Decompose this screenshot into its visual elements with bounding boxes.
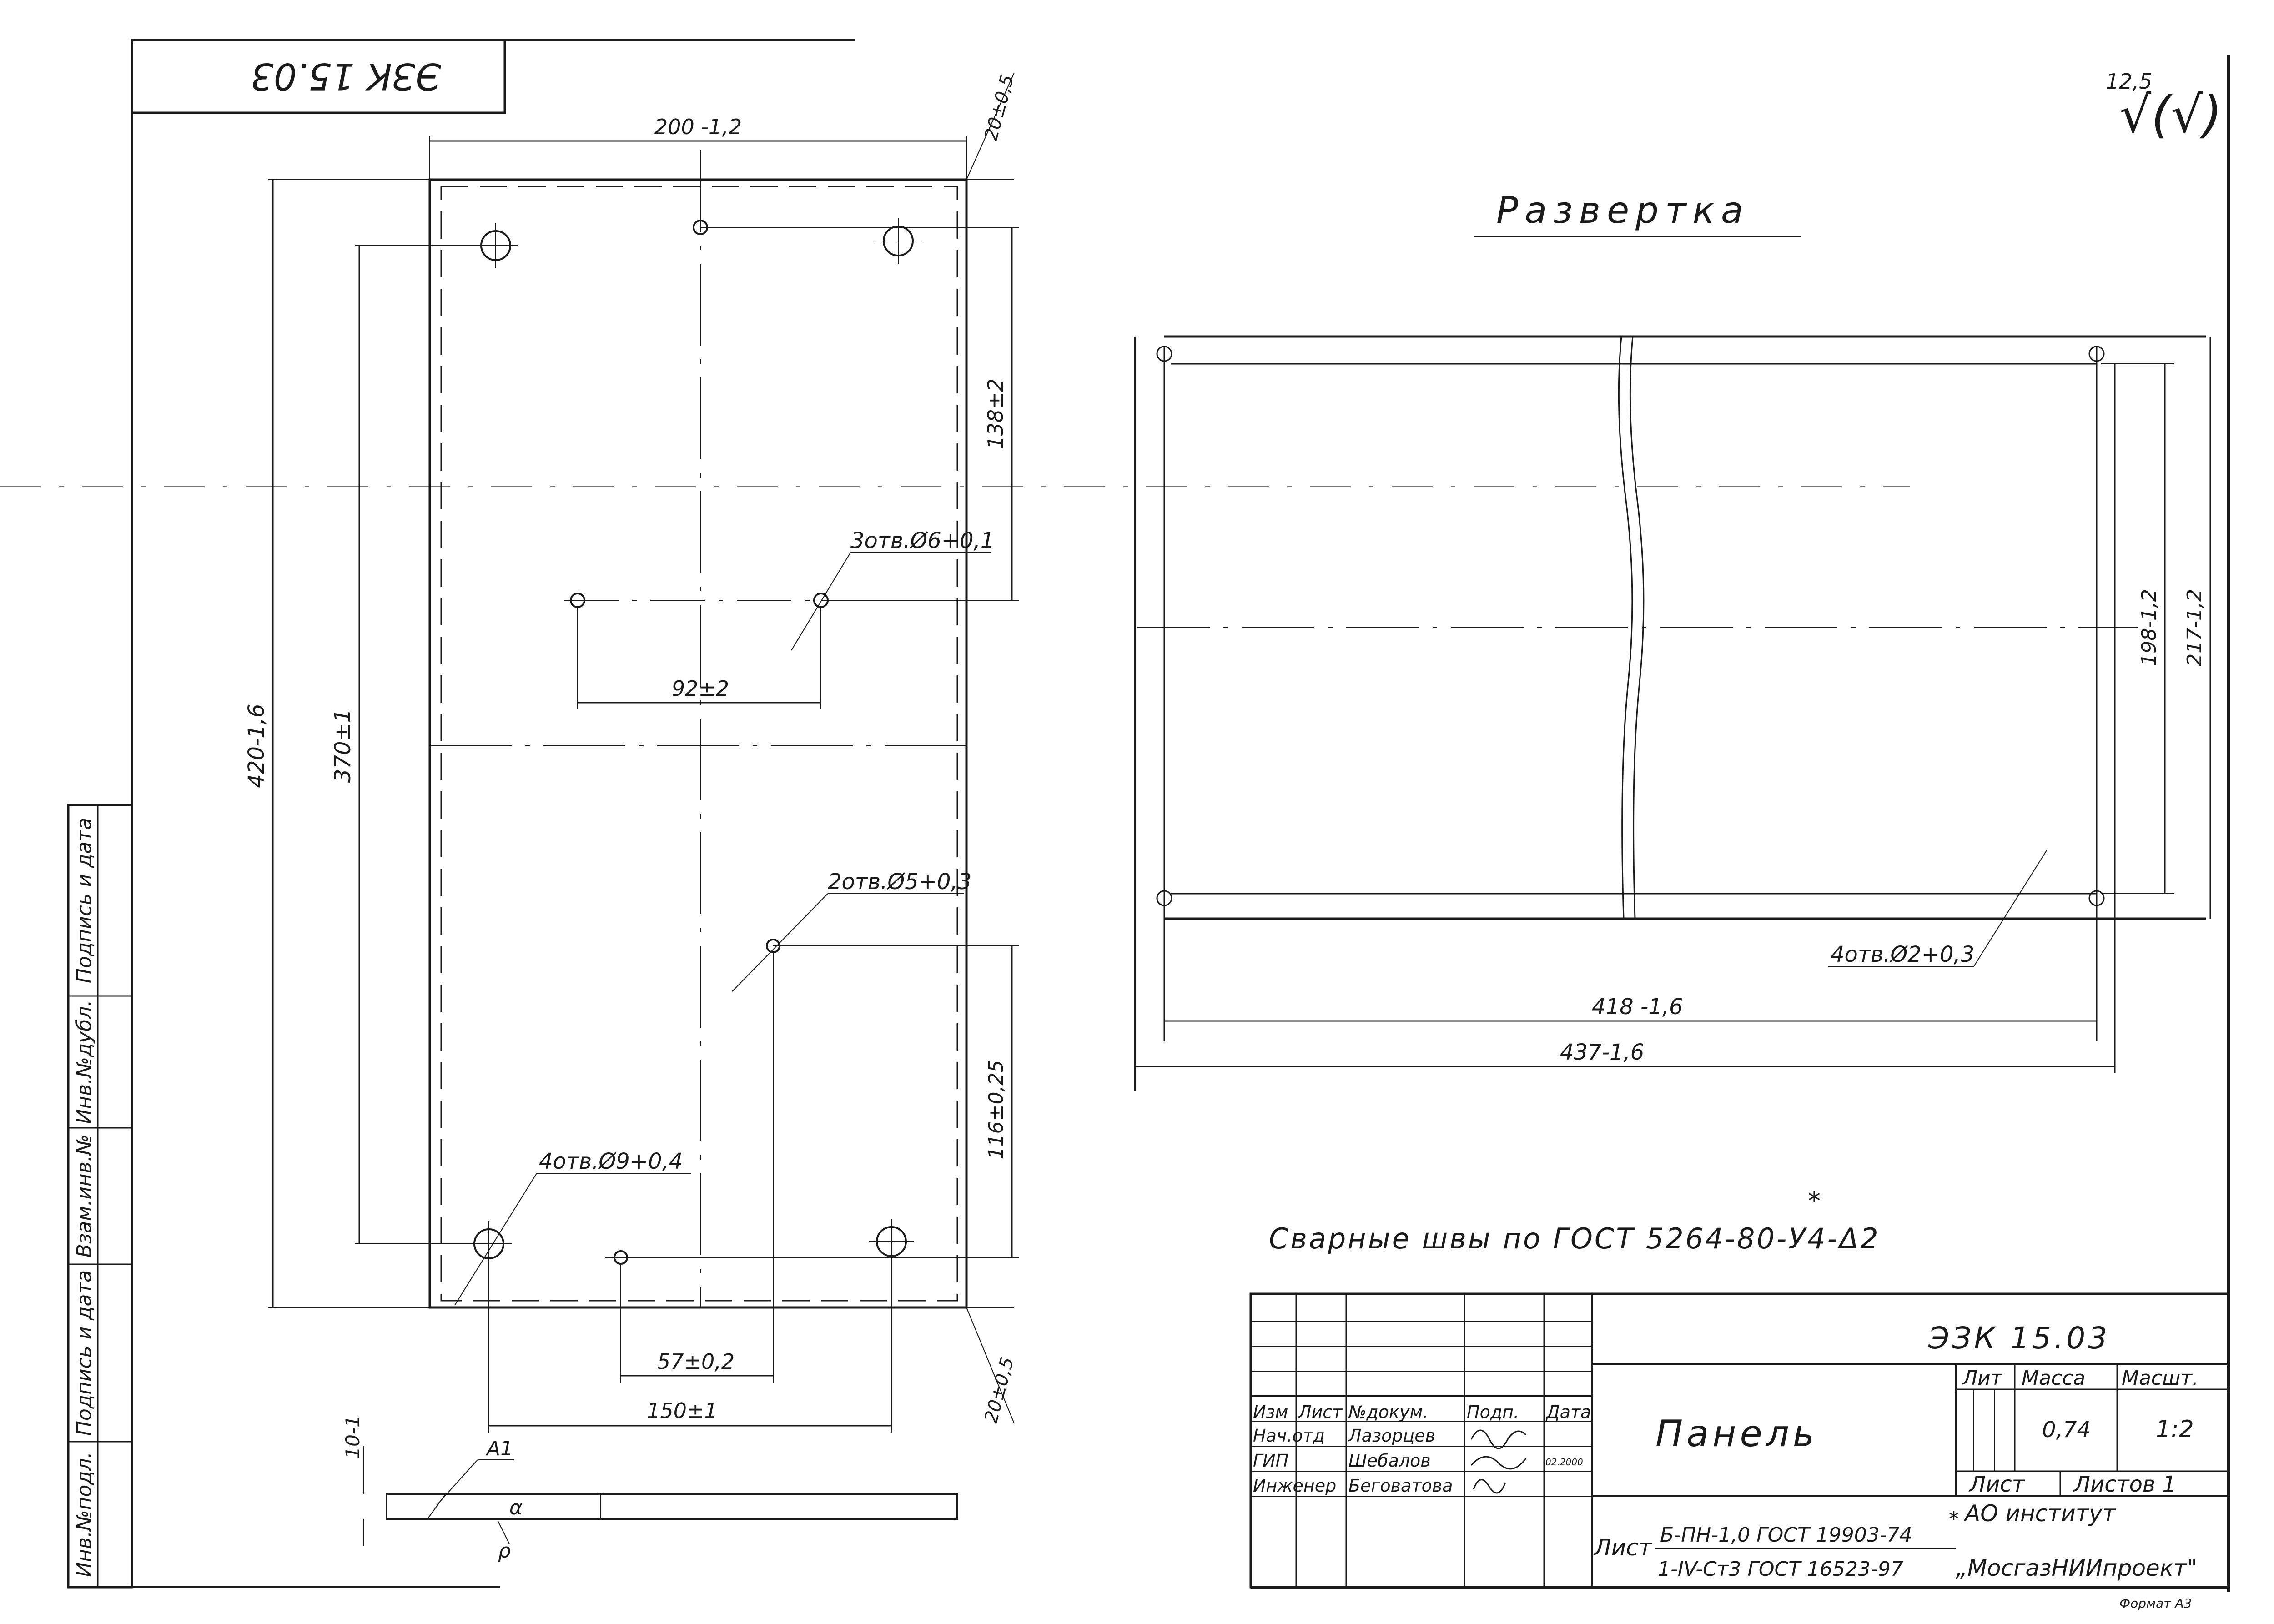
- tb-header-izm: Изм: [1253, 1402, 1288, 1422]
- weld-note: Сварные швы по ГОСТ 5264-80-У4-Δ2: [1269, 1222, 1880, 1255]
- tb-row1-name: Шебалов: [1348, 1451, 1431, 1471]
- tb-scale-value: 1:2: [2156, 1416, 2194, 1443]
- sheet-frame: [131, 39, 2230, 1592]
- dim-bottom-long: 150±1: [647, 1398, 718, 1423]
- tb-org-line2: „МосгазНИИпроект": [1956, 1555, 2197, 1581]
- rotated-stamp-box: ЭЗК 15.03: [131, 39, 506, 114]
- dev-hole-top-right: [2088, 346, 2105, 362]
- tb-material-prefix: Лист: [1593, 1534, 1653, 1561]
- development-view: Развертка 418 -1,6 437-1,6 198-1,2 217-1…: [1134, 189, 2211, 1091]
- roughness-symbol: 12,5 √(√): [2106, 69, 2222, 144]
- tb-org-line1: АО институт: [1963, 1500, 2116, 1527]
- side-strip-label-1: Подпись и дата: [73, 1270, 96, 1436]
- tb-material-bottom: 1-IV-Ст3 ГОСТ 16523-97: [1658, 1558, 1903, 1581]
- dim-dev-inner-height: 198-1,2: [2138, 589, 2161, 666]
- tb-row2-role: Инженер: [1253, 1476, 1336, 1496]
- dim-top-corner: 20±0,5: [981, 72, 1018, 143]
- dev-hole-top-left: [1156, 346, 1172, 362]
- side-strip-label-2: Взам.инв.№: [73, 1135, 96, 1258]
- panel-front-view: [0, 150, 1910, 1309]
- tb-header-date: Дата: [1545, 1402, 1591, 1422]
- side-strip-label-4: Подпись и дата: [73, 818, 96, 983]
- dim-top-width: 200 -1,2: [654, 115, 742, 139]
- callout-holes-5: 2отв.Ø5+0,3: [828, 869, 971, 895]
- callout-holes-6: 3отв.Ø6+0,1: [850, 528, 994, 553]
- tb-doc-code: ЭЗК 15.03: [1928, 1321, 2110, 1356]
- tb-scale-label: Масшт.: [2122, 1367, 2199, 1390]
- tb-sheet-label: Лист: [1968, 1472, 2026, 1497]
- signature-marks: [1470, 1429, 1527, 1494]
- dim-dev-inner-width: 418 -1,6: [1592, 994, 1683, 1020]
- dim-hole-spacing: 92±2: [672, 676, 729, 701]
- dev-hole-bottom-right: [2088, 890, 2105, 906]
- tb-sheets-label: Листов 1: [2073, 1472, 2176, 1497]
- weld-note-group: * Сварные швы по ГОСТ 5264-80-У4-Δ2: [1269, 1187, 1880, 1255]
- corner-mark: Формат А3: [2119, 1596, 2192, 1611]
- profile-label-a1: А1: [485, 1437, 513, 1460]
- side-strip: Инв.№подл. Подпись и дата Взам.инв.№ Инв…: [67, 804, 133, 1589]
- tb-row0-role: Нач.отд: [1253, 1426, 1325, 1446]
- tb-mass-value: 0,74: [2042, 1417, 2091, 1443]
- rotated-stamp-code: ЭЗК 15.03: [251, 55, 441, 97]
- dim-bottom-corner: 20±0,5: [981, 1355, 1018, 1425]
- tb-row2-name: Беговатова: [1348, 1476, 1453, 1496]
- dim-profile-thickness: 10-1: [342, 1415, 364, 1458]
- dim-bottom-short: 57±0,2: [657, 1349, 735, 1374]
- dim-right-lower: 116±0,25: [985, 1060, 1008, 1160]
- tb-material-top: Б-ПН-1,0 ГОСТ 19903-74: [1660, 1523, 1912, 1547]
- tb-material-star: *: [1949, 1508, 1959, 1531]
- tb-lit-label: Лит: [1962, 1367, 2003, 1390]
- side-strip-label-0: Инв.№подл.: [73, 1452, 96, 1577]
- tb-row1-role: ГИП: [1253, 1451, 1288, 1471]
- development-title: Развертка: [1496, 189, 1750, 231]
- front-dimensions: 200 -1,2 20±0,5 420-1,6 370±1 138±2 92±2…: [244, 72, 1019, 1433]
- callout-holes-2: 4отв.Ø2+0,3: [1831, 942, 1974, 967]
- dim-dev-outer-width: 437-1,6: [1560, 1040, 1644, 1065]
- title-block: ЭЗК 15.03 Панель Изм Лист №докум. Подп. …: [1249, 1292, 2230, 1611]
- hole-callouts: 3отв.Ø6+0,1 2отв.Ø5+0,3 4отв.Ø9+0,4 4отв…: [454, 528, 2047, 1306]
- hole-9-top-right: [875, 218, 921, 264]
- dev-hole-bottom-left: [1156, 890, 1172, 906]
- callout-holes-9: 4отв.Ø9+0,4: [539, 1149, 683, 1174]
- profile-view: 10-1 А1 α ρ: [342, 1415, 958, 1563]
- roughness-value: 12,5: [2106, 69, 2152, 94]
- profile-label-alpha: α: [509, 1496, 523, 1519]
- tb-header-sign: Подп.: [1467, 1402, 1519, 1422]
- side-strip-label-3: Инв.№дубл.: [73, 1000, 96, 1124]
- dim-overall-height: 420-1,6: [244, 704, 269, 788]
- tb-row0-name: Лазорцев: [1348, 1426, 1435, 1446]
- tb-header-list: Лист: [1298, 1402, 1343, 1422]
- weld-star: *: [1808, 1187, 1821, 1216]
- tb-mass-label: Масса: [2022, 1367, 2085, 1390]
- dim-dev-outer-height: 217-1,2: [2183, 589, 2206, 666]
- tb-name: Панель: [1655, 1413, 1818, 1455]
- dim-right-upper: 138±2: [983, 378, 1008, 449]
- tb-header-doc: №докум.: [1348, 1402, 1428, 1422]
- tb-row1-date: 02.2000: [1545, 1457, 1583, 1468]
- dim-hole-height: 370±1: [330, 709, 356, 783]
- roughness-mark: √(√): [2119, 85, 2222, 144]
